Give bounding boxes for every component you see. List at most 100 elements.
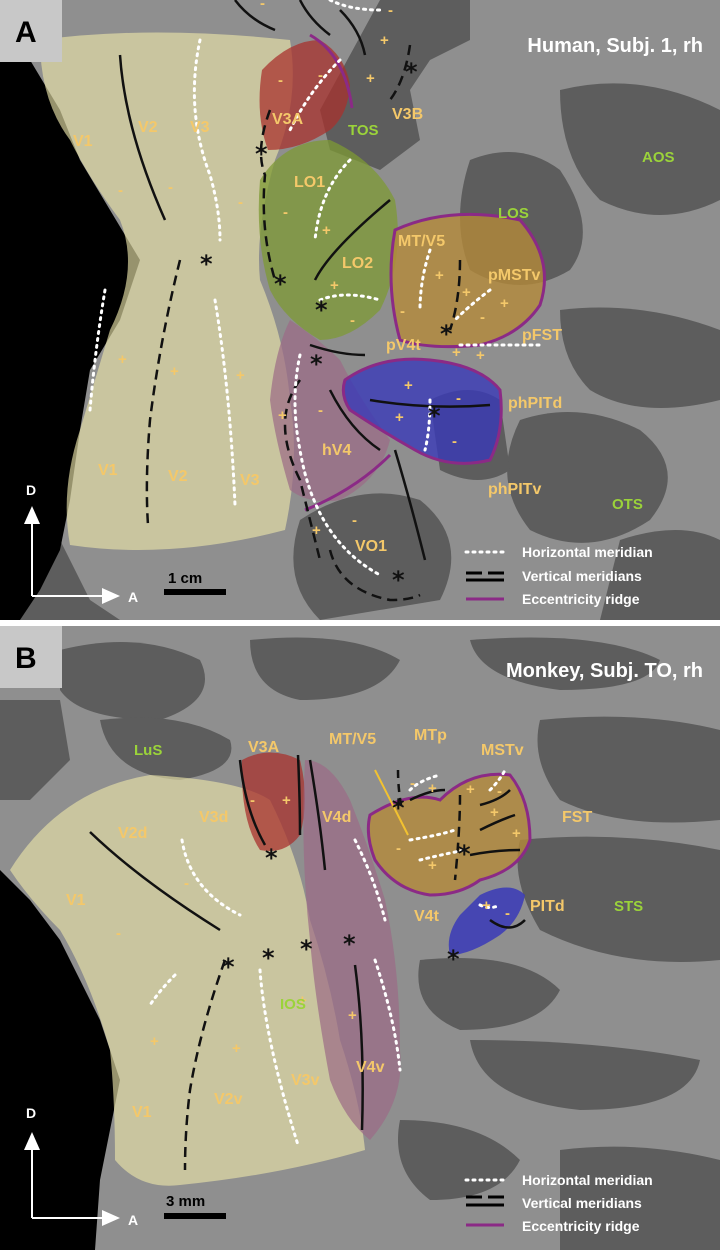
sulcus-label: AOS — [642, 149, 675, 166]
star-marker: * — [428, 402, 441, 430]
sulcus-label: LuS — [134, 742, 162, 759]
svg-text:+: + — [278, 407, 287, 424]
svg-text:-: - — [388, 2, 393, 19]
legend-entry: Horizontal meridian — [522, 1172, 653, 1188]
region-label: PITd — [530, 898, 565, 915]
svg-text:+: + — [150, 1033, 159, 1050]
orientation-axes: D A — [24, 482, 138, 605]
svg-text:-: - — [184, 875, 189, 892]
svg-text:+: + — [428, 857, 437, 874]
svg-text:-: - — [396, 840, 401, 857]
svg-text:-: - — [452, 433, 457, 450]
axis-a-label: A — [128, 589, 138, 605]
region-label: V2 — [138, 119, 158, 136]
region-label: FST — [562, 809, 592, 826]
scale-label: 1 cm — [168, 570, 202, 587]
svg-text:+: + — [482, 897, 491, 914]
panel-letter-box — [0, 626, 62, 688]
svg-text:+: + — [298, 992, 307, 1009]
legend-entry: Eccentricity ridge — [522, 1218, 640, 1234]
legend-entry: Vertical meridians — [522, 1195, 642, 1211]
svg-text:+: + — [322, 222, 331, 239]
svg-text:-: - — [497, 783, 502, 800]
svg-text:-: - — [278, 72, 283, 89]
sulcus-label: STS — [614, 898, 643, 915]
panel-b: * * * * * * * * ---+ ++++ -++- ++-+ +- V… — [0, 626, 720, 1250]
legend-entry: Eccentricity ridge — [522, 591, 640, 607]
svg-text:+: + — [170, 363, 179, 380]
region-label: V2v — [214, 1091, 243, 1108]
svg-text:-: - — [238, 194, 243, 211]
star-marker: * — [262, 944, 275, 972]
region-label: V3 — [240, 472, 260, 489]
region-label: MTp — [414, 727, 447, 744]
svg-text:+: + — [366, 70, 375, 87]
star-marker: * — [315, 296, 328, 324]
panel-title: Monkey, Subj. TO, rh — [506, 660, 703, 682]
region-label: V1 — [98, 462, 118, 479]
sulcus-label: LOS — [498, 205, 529, 222]
region-label: V3 — [190, 119, 210, 136]
svg-text:+: + — [118, 351, 127, 368]
axis-a-label: A — [128, 1212, 138, 1228]
svg-text:+: + — [404, 377, 413, 394]
region-label: MT/V5 — [329, 731, 376, 748]
svg-text:-: - — [318, 402, 323, 419]
star-marker: * — [274, 270, 287, 298]
region-label: V3B — [392, 106, 423, 123]
svg-text:+: + — [476, 347, 485, 364]
star-marker: * — [447, 945, 460, 973]
region-label: pFST — [522, 327, 562, 344]
panel-letter: B — [15, 642, 37, 675]
panel-letter-box — [0, 0, 62, 62]
star-marker: * — [310, 350, 323, 378]
svg-text:-: - — [505, 905, 510, 922]
panel-title: Human, Subj. 1, rh — [527, 35, 703, 57]
region-label: V4t — [414, 908, 440, 925]
svg-text:-: - — [456, 390, 461, 407]
region-label: pV4t — [386, 337, 421, 354]
svg-text:+: + — [348, 1007, 357, 1024]
star-marker: * — [255, 140, 268, 168]
star-marker: * — [405, 58, 418, 86]
region-label: V3v — [291, 1072, 320, 1089]
svg-text:+: + — [500, 295, 509, 312]
region-label: MT/V5 — [398, 233, 445, 250]
scale-bar: 3 mm — [164, 1193, 226, 1219]
star-marker: * — [392, 794, 405, 822]
svg-text:-: - — [260, 0, 265, 12]
svg-text:+: + — [435, 267, 444, 284]
axis-d-label: D — [26, 1105, 36, 1121]
region-label: V1 — [132, 1104, 152, 1121]
star-marker: * — [200, 250, 213, 278]
region-label: V3d — [199, 809, 228, 826]
svg-text:+: + — [466, 781, 475, 798]
star-marker: * — [265, 844, 278, 872]
region-label: LO1 — [294, 174, 325, 191]
svg-text:-: - — [350, 312, 355, 329]
region-label: MSTv — [481, 742, 524, 759]
star-marker: * — [392, 566, 405, 594]
region-label: V4d — [322, 809, 351, 826]
legend-entry: Vertical meridians — [522, 568, 642, 584]
region-label: V4v — [356, 1059, 385, 1076]
legend-entry: Horizontal meridian — [522, 544, 653, 560]
region-label: hV4 — [322, 442, 351, 459]
region-label: pMSTv — [488, 267, 541, 284]
star-marker: * — [343, 930, 356, 958]
region-label: V1 — [66, 892, 86, 909]
star-marker: * — [222, 953, 235, 981]
svg-text:+: + — [330, 277, 339, 294]
region-label: phPITv — [488, 481, 541, 498]
svg-text:-: - — [400, 303, 405, 320]
orientation-axes: D A — [24, 1105, 138, 1228]
svg-text:-: - — [168, 179, 173, 196]
svg-text:-: - — [480, 309, 485, 326]
svg-text:+: + — [512, 825, 521, 842]
svg-text:+: + — [428, 780, 437, 797]
axis-d-label: D — [26, 482, 36, 498]
region-label: phPITd — [508, 395, 562, 412]
svg-text:-: - — [250, 792, 255, 809]
svg-text:-: - — [410, 775, 415, 792]
